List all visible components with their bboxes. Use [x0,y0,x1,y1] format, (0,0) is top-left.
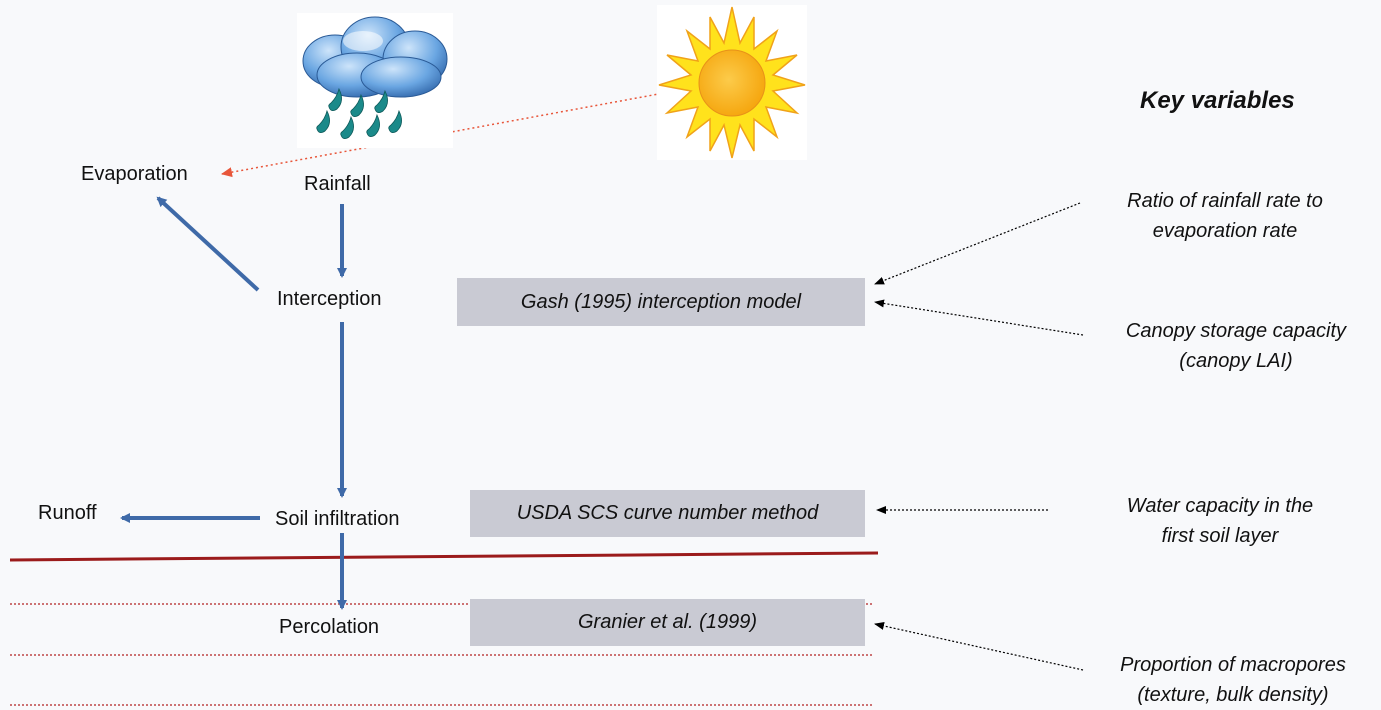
percolation-label: Percolation [279,616,380,638]
key-var-ratio: Ratio of rainfall rate to evaporation ra… [1085,186,1365,246]
key-var-ratio-line1: Ratio of rainfall rate to [1127,190,1323,212]
gash-model-box: Gash (1995) interception model [457,278,865,326]
scs-model-box: USDA SCS curve number method [470,490,865,537]
arrow-interception-to-evaporation [156,196,260,292]
evaporation-label: Evaporation [81,163,188,185]
key-variables-title: Key variables [1140,87,1295,114]
key-var-ratio-line2: evaporation rate [1152,220,1298,242]
arrow-canopy-to-gash [874,299,1084,336]
runoff-label: Runoff [38,502,97,524]
key-var-macropores: Proportion of macropores (texture, bulk … [1085,650,1381,710]
key-var-water-line2: first soil layer [1161,525,1279,547]
sun-icon [657,5,807,160]
key-var-canopy: Canopy storage capacity (canopy LAI) [1091,316,1381,376]
soil-surface-line [9,551,879,562]
arrow-ratio-to-gash [874,202,1081,285]
key-var-macro-line1: Proportion of macropores [1120,654,1346,676]
key-var-canopy-line1: Canopy storage capacity [1125,320,1347,342]
rainfall-label: Rainfall [304,173,371,195]
granier-model-box: Granier et al. (1999) [470,599,865,646]
soil-infiltration-label: Soil infiltration [275,508,400,530]
key-var-canopy-line2: (canopy LAI) [1179,350,1293,372]
rain-cloud-icon [297,13,453,148]
arrow-macro-to-granier [874,622,1084,671]
arrow-sun-to-evaporation [221,79,736,178]
key-var-macro-line2: (texture, bulk density) [1137,684,1329,706]
interception-label: Interception [277,288,382,310]
key-var-water: Water capacity in the first soil layer [1075,491,1365,551]
key-var-water-line1: Water capacity in the [1126,495,1314,517]
